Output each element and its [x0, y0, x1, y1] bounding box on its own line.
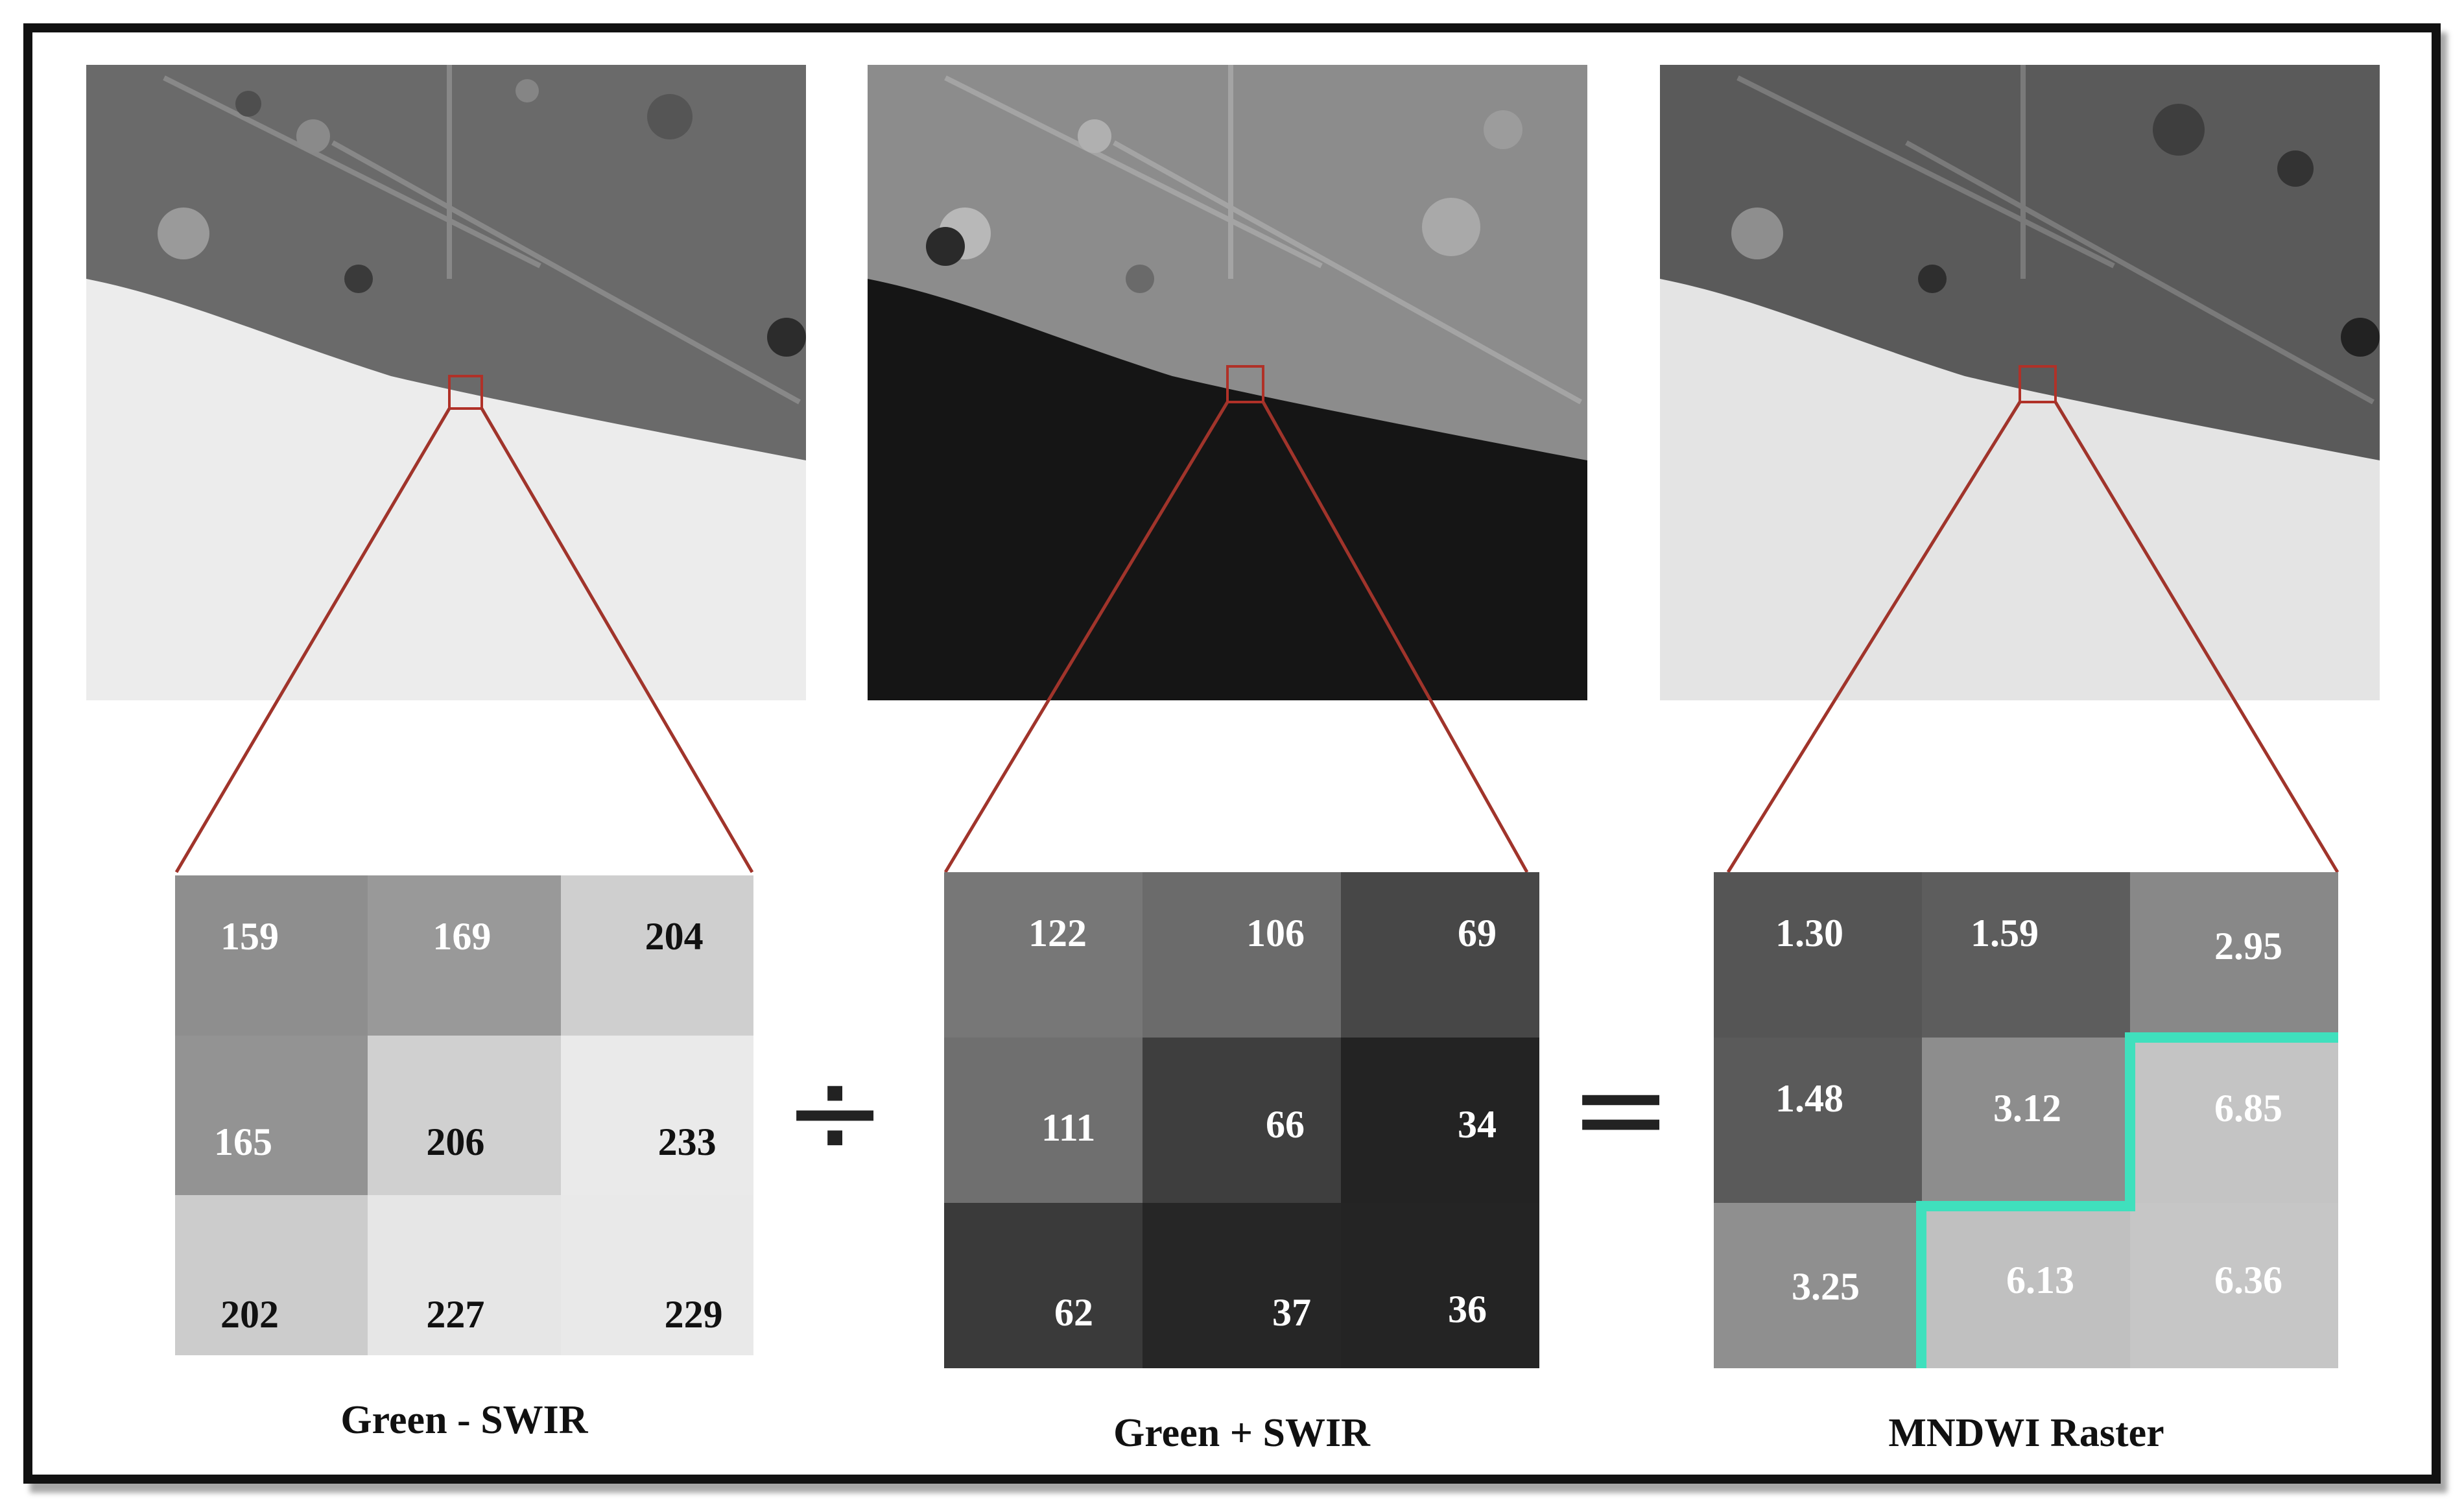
grid-cell: 233: [560, 1035, 753, 1196]
satellite-image-green-plus-swir: [868, 65, 1587, 700]
divide-operator: ÷: [783, 1040, 887, 1183]
grid-cell: 111: [944, 1038, 1143, 1203]
zoom-line-left-3: [1726, 401, 2022, 873]
grid-cell: 1.48: [1714, 1038, 1922, 1203]
grid-cell: 202: [175, 1195, 368, 1355]
zoom-line-left-2b: [1261, 401, 1529, 873]
grid-cell: 204: [560, 875, 753, 1036]
satellite-image-green-minus-swir: [86, 65, 806, 700]
grid-cell: 3.25: [1714, 1203, 1922, 1368]
pixel-grid-green-minus-swir: 159 169 204 165 206 233 202 227 229: [175, 875, 753, 1355]
grid-cell: 66: [1143, 1038, 1341, 1203]
grid-cell: 1.59: [1922, 872, 2130, 1038]
grid-cell: 6.13: [1922, 1203, 2130, 1368]
equals-operator: =: [1569, 1037, 1673, 1180]
grid-cell: 6.85: [2130, 1038, 2338, 1203]
caption-green-minus-swir: Green - SWIR: [340, 1398, 588, 1442]
grid-cell: 34: [1341, 1038, 1539, 1203]
pixel-grid-green-plus-swir: 122 106 69 111 66 34 62 37 36: [944, 872, 1539, 1368]
grid-cell: 62: [944, 1203, 1143, 1368]
grid-cell: 159: [175, 875, 368, 1036]
grid-cell: 69: [1341, 872, 1539, 1038]
grid-cell: 106: [1143, 872, 1341, 1038]
grid-cell: 122: [944, 872, 1143, 1038]
zoom-line-left-2: [943, 401, 1229, 873]
zoom-line-right-3: [2054, 401, 2340, 873]
grid-cell: 169: [368, 875, 561, 1036]
zoom-line-left-1: [174, 407, 451, 873]
grid-cell: 165: [175, 1035, 368, 1196]
grid-cell: 229: [560, 1195, 753, 1355]
caption-green-plus-swir: Green + SWIR: [1113, 1411, 1370, 1455]
grid-cell: 227: [368, 1195, 561, 1355]
caption-mndwi-raster: MNDWI Raster: [1888, 1411, 2164, 1455]
grid-cell: 6.36: [2130, 1203, 2338, 1368]
zoom-line-right-1: [480, 407, 754, 873]
satellite-image-mndwi: [1660, 65, 2380, 700]
grid-cell: 36: [1341, 1203, 1539, 1368]
grid-cell: 37: [1143, 1203, 1341, 1368]
pixel-grid-mndwi: 1.30 1.59 2.95 1.48 3.12 6.85 3.25 6.13 …: [1714, 872, 2338, 1368]
grid-cell: 1.30: [1714, 872, 1922, 1038]
grid-cell: 2.95: [2130, 872, 2338, 1038]
grid-cell: 3.12: [1922, 1038, 2130, 1203]
grid-cell: 206: [368, 1035, 561, 1196]
